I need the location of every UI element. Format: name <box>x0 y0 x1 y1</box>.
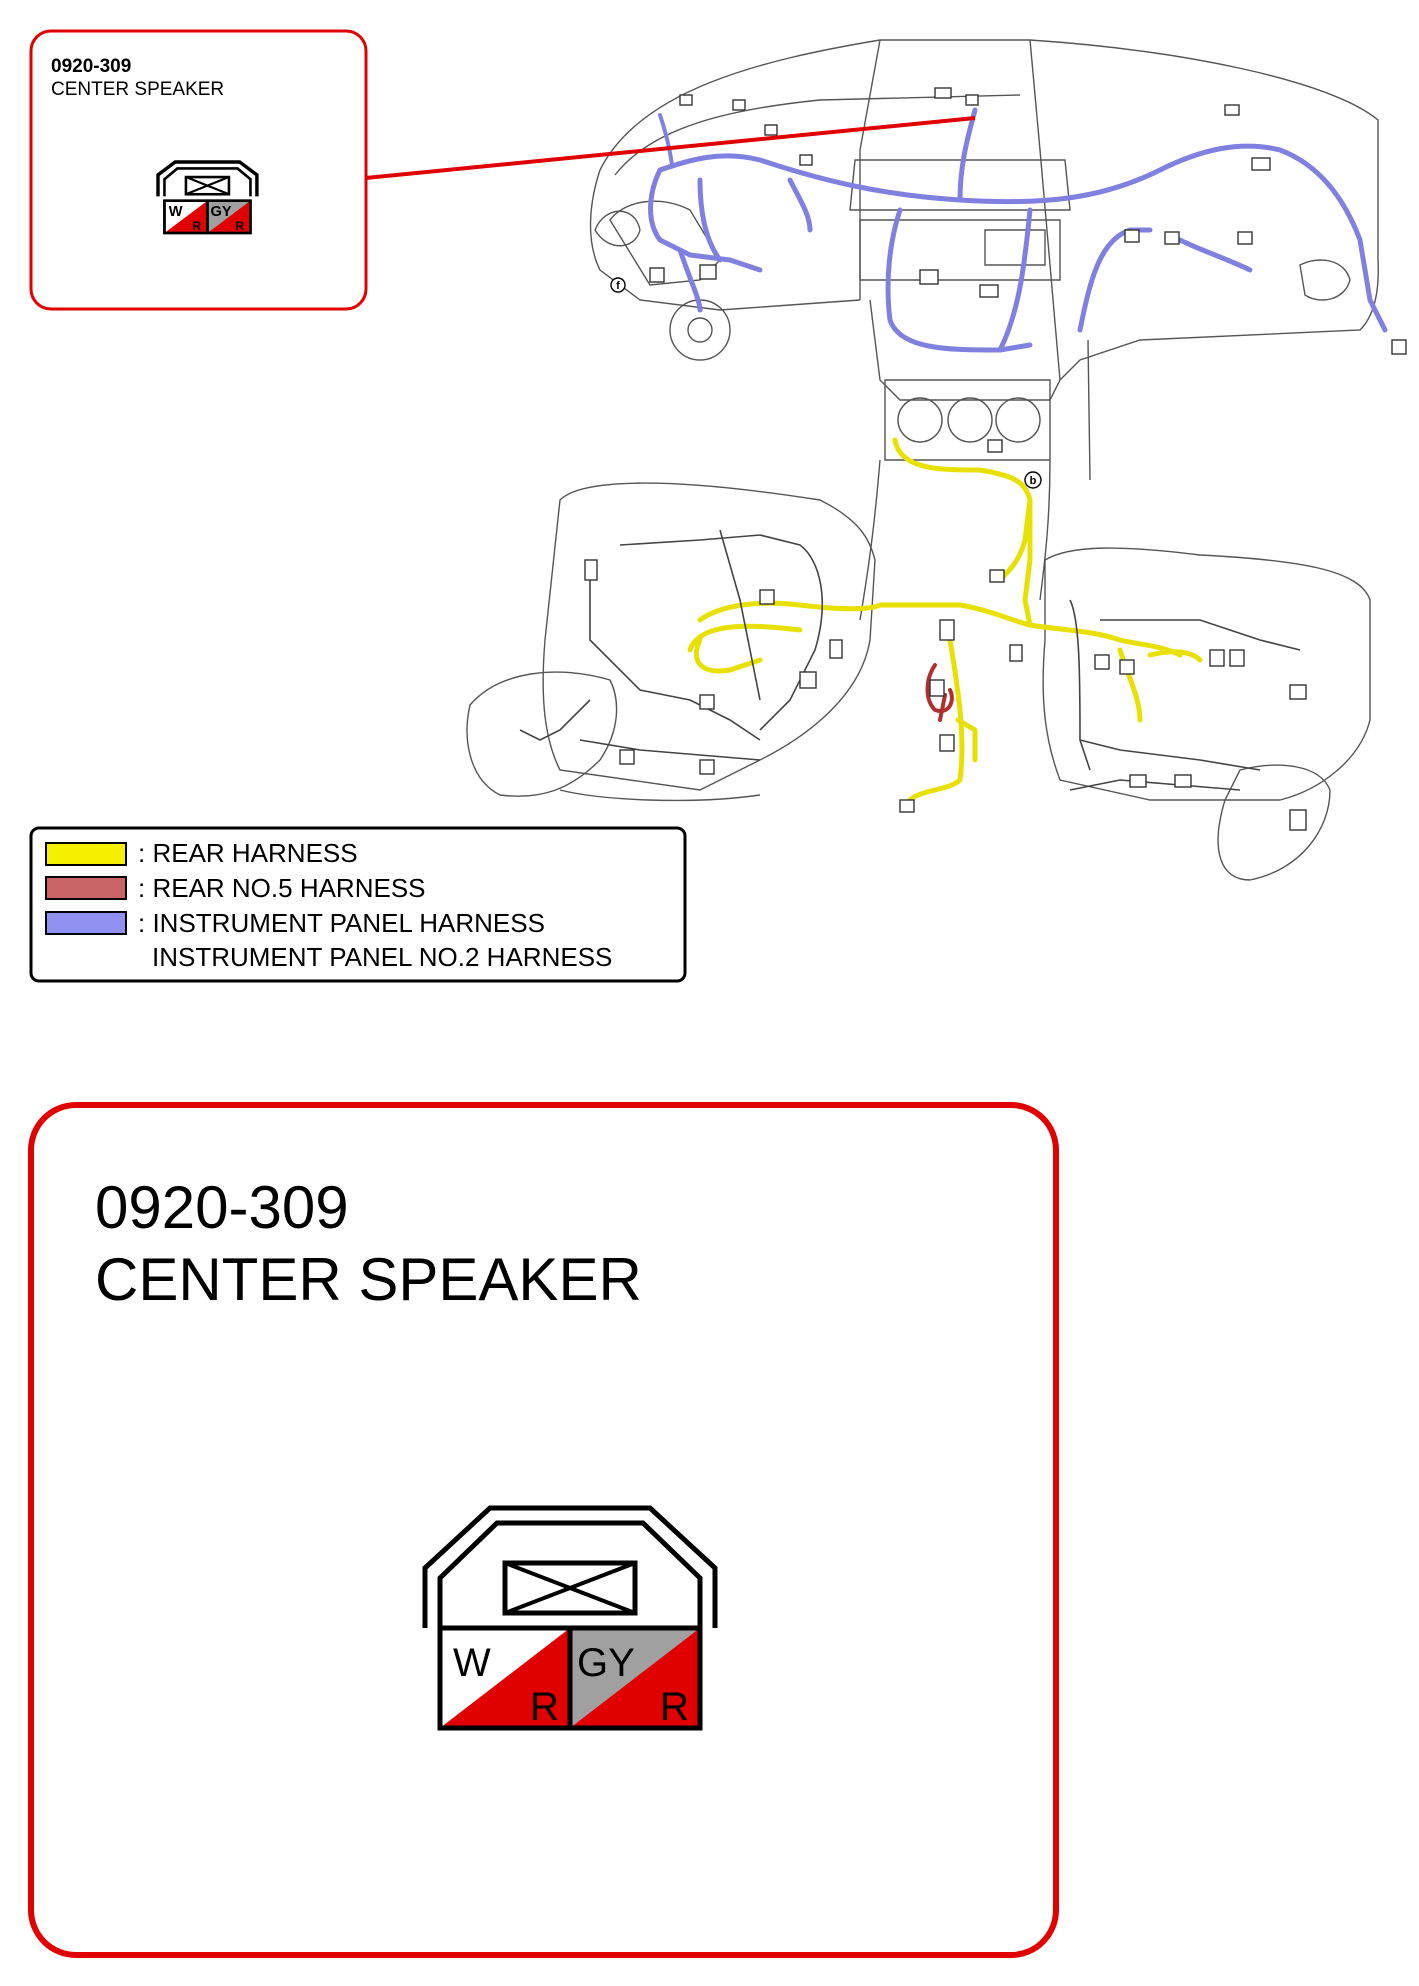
rear-harness-wires <box>687 437 1203 803</box>
callout-large-code: 0920-309 <box>95 1174 349 1241</box>
pin2-bottom-color: R <box>660 1685 689 1729</box>
legend-label-rear-no5-harness: : REAR NO.5 HARNESS <box>138 873 426 903</box>
callout-large: 0920-309 CENTER SPEAKER W R GY R <box>28 1102 1059 1958</box>
legend-label-instrument-panel-no2-harness: INSTRUMENT PANEL NO.2 HARNESS <box>152 942 612 972</box>
small-pin1-top: W <box>169 204 183 220</box>
callout-small-name: CENTER SPEAKER <box>51 79 224 100</box>
marker-b-label: b <box>1030 475 1037 487</box>
pin2-top-color: GY <box>577 1641 635 1685</box>
callout-large-name: CENTER SPEAKER <box>95 1246 642 1313</box>
other-wiring <box>519 529 1301 791</box>
harness-legend: : REAR HARNESS : REAR NO.5 HARNESS : INS… <box>29 826 687 983</box>
small-pin2-top: GY <box>210 204 231 220</box>
small-pin2-bottom: R <box>235 219 244 233</box>
small-pin1-bottom: R <box>192 219 201 233</box>
small-connector-icon: W R GY R <box>156 160 259 235</box>
vehicle-line-art <box>466 39 1379 881</box>
legend-item-rear-no5-harness: : REAR NO.5 HARNESS <box>45 873 426 903</box>
connector-blocks <box>584 87 1407 831</box>
legend-label-rear-harness: : REAR HARNESS <box>138 838 358 868</box>
callout-leader-line <box>365 116 976 180</box>
pin1-top-color: W <box>453 1641 491 1685</box>
legend-item-instrument-panel-harness: : INSTRUMENT PANEL HARNESS <box>45 908 545 938</box>
legend-label-instrument-panel-harness: : INSTRUMENT PANEL HARNESS <box>138 908 545 938</box>
location-marker-f: f <box>610 277 626 293</box>
callout-small-code: 0920-309 <box>51 56 131 77</box>
connector-pin-1: W R <box>440 1628 570 1729</box>
large-connector-icon: W R GY R <box>422 1505 718 1731</box>
legend-swatch-blue <box>45 911 127 935</box>
connector-pin-2: GY R <box>570 1628 700 1729</box>
callout-small: 0920-309 CENTER SPEAKER W R GY R <box>29 29 368 311</box>
legend-swatch-yellow <box>45 842 127 866</box>
legend-item-rear-harness: : REAR HARNESS <box>45 838 358 868</box>
location-marker-b: b <box>1024 471 1042 489</box>
pin1-bottom-color: R <box>530 1685 559 1729</box>
marker-f-label: f <box>616 280 620 292</box>
rear-no5-harness-wires <box>925 663 954 722</box>
legend-swatch-red <box>45 876 127 900</box>
